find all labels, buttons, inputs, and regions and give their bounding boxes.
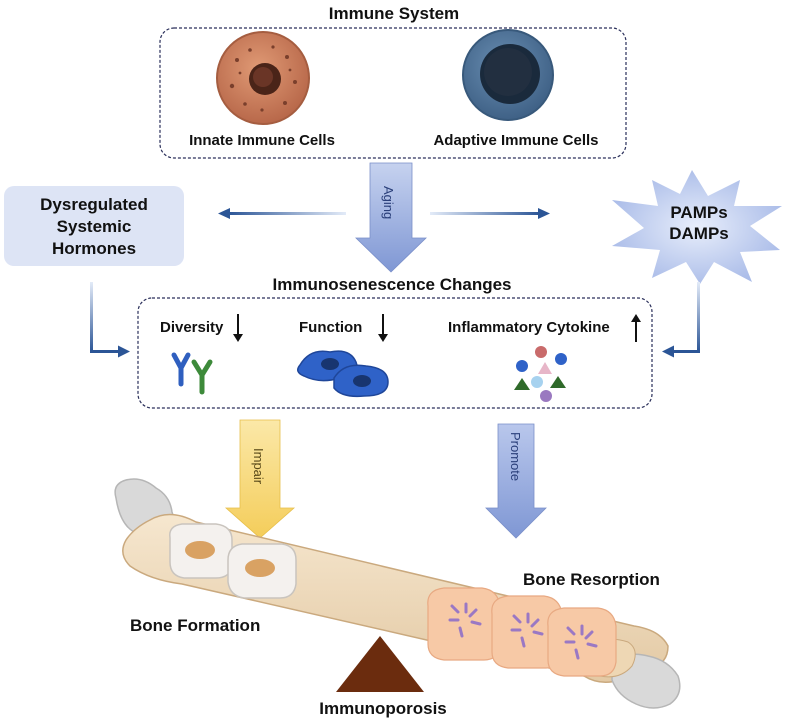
osteoblast-cell-icon	[227, 543, 297, 599]
antibody-icon	[171, 352, 213, 395]
left-connector-arrow	[90, 282, 130, 358]
cytokine-label: Inflammatory Cytokine	[448, 319, 610, 336]
pamps-label: PAMPs	[670, 203, 727, 222]
bone-formation-label: Bone Formation	[130, 616, 260, 635]
diagram-title: Immune System	[329, 4, 459, 23]
right-horizontal-arrow	[430, 208, 550, 219]
cytokine-molecules-icon	[514, 346, 567, 402]
hormones-line1: Dysregulated	[40, 195, 148, 214]
diversity-down-arrow-icon	[233, 314, 243, 342]
bone-resorption-label: Bone Resorption	[523, 570, 660, 589]
hormones-line3: Hormones	[52, 239, 136, 258]
immunoporosis-label: Immunoporosis	[319, 699, 447, 718]
aging-label: Aging	[381, 186, 396, 219]
function-down-arrow-icon	[378, 314, 388, 342]
osteoclast-cell-icon	[547, 607, 617, 677]
promote-label: Promote	[508, 432, 523, 481]
adaptive-cell-icon	[462, 29, 554, 121]
macrophage-icon	[297, 350, 389, 398]
pamps-burst-shape	[612, 170, 782, 284]
changes-title: Immunosenescence Changes	[272, 275, 511, 294]
hormones-line2: Systemic	[57, 217, 132, 236]
right-connector-arrow	[662, 282, 700, 358]
cytokine-up-arrow-icon	[631, 314, 641, 342]
diversity-label: Diversity	[160, 319, 224, 336]
impair-arrow	[224, 419, 296, 539]
damps-label: DAMPs	[669, 224, 729, 243]
impair-label: Impair	[251, 448, 266, 485]
aging-arrow	[355, 162, 427, 273]
osteoclast-cell-icon	[427, 587, 501, 661]
osteoblast-cell-icon	[169, 523, 233, 579]
changes-box	[137, 297, 653, 409]
fulcrum-icon	[336, 636, 424, 692]
hormones-box	[4, 186, 184, 266]
left-horizontal-arrow	[218, 208, 346, 219]
immune-system-box	[159, 27, 627, 159]
function-label: Function	[299, 319, 362, 336]
promote-arrow	[485, 423, 547, 539]
adaptive-label: Adaptive Immune Cells	[433, 132, 598, 149]
innate-label: Innate Immune Cells	[189, 132, 335, 149]
innate-cell-icon	[216, 31, 310, 125]
